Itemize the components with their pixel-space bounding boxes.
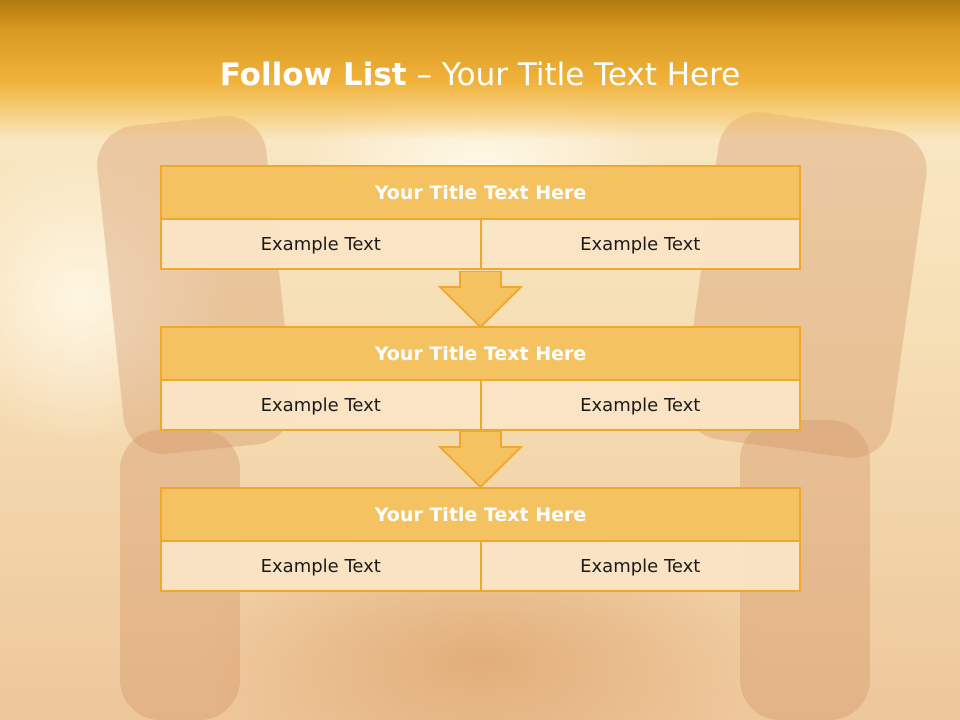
header-band	[0, 0, 960, 140]
slide-title: Follow List – Your Title Text Here	[0, 52, 960, 98]
slide-title-rest: – Your Title Text Here	[406, 57, 741, 93]
step-2-cell-left: Example Text	[160, 381, 482, 431]
step-row-1: Example Text Example Text	[160, 220, 801, 270]
down-arrow-icon	[438, 271, 523, 329]
step-block-3: Your Title Text Here Example Text Exampl…	[160, 487, 801, 592]
step-block-2: Your Title Text Here Example Text Exampl…	[160, 326, 801, 431]
step-title-1: Your Title Text Here	[160, 165, 801, 220]
step-title-3: Your Title Text Here	[160, 487, 801, 542]
slide-title-bold: Follow List	[219, 57, 407, 93]
step-1-cell-left: Example Text	[160, 220, 482, 270]
step-row-3: Example Text Example Text	[160, 542, 801, 592]
step-block-1: Your Title Text Here Example Text Exampl…	[160, 165, 801, 270]
step-1-cell-right: Example Text	[479, 220, 801, 270]
step-2-cell-right: Example Text	[479, 381, 801, 431]
step-title-2: Your Title Text Here	[160, 326, 801, 381]
down-arrow-icon	[438, 431, 523, 489]
step-3-cell-left: Example Text	[160, 542, 482, 592]
step-3-cell-right: Example Text	[479, 542, 801, 592]
step-row-2: Example Text Example Text	[160, 381, 801, 431]
